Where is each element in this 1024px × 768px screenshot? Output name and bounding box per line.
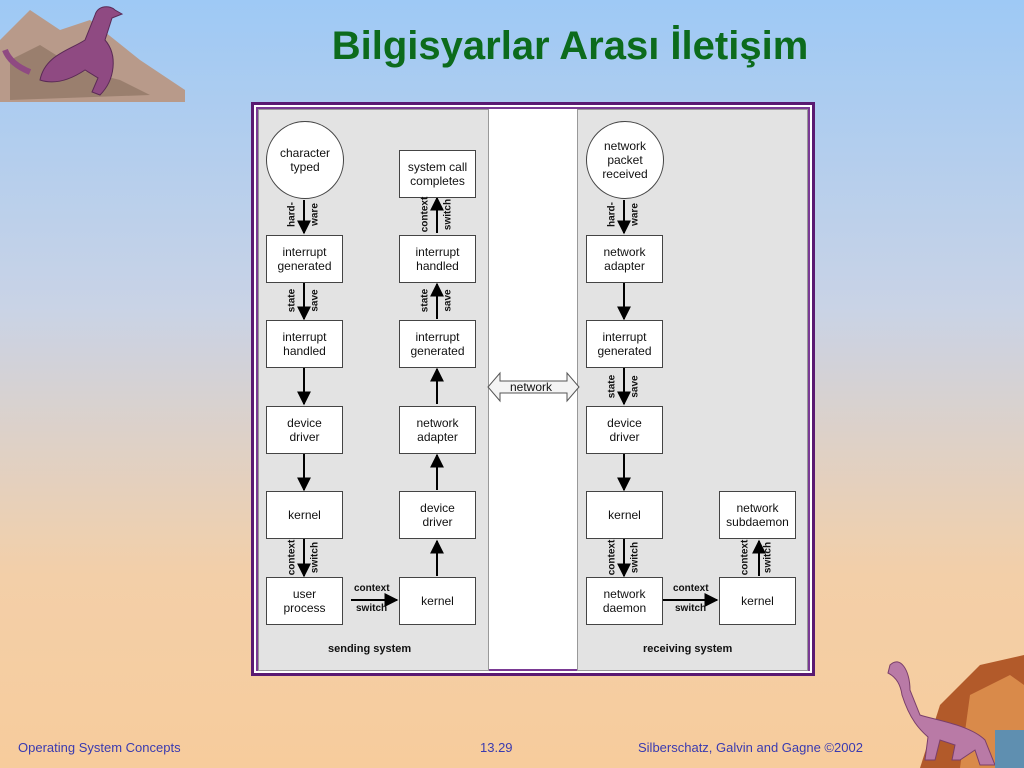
recv-label-bottom-context: context [673, 583, 709, 594]
recv-right-label-switch: switch [762, 541, 774, 574]
sending-system-caption: sending system [328, 643, 412, 655]
user-process-box: user process [266, 577, 343, 625]
recv-kernel-box: kernel [586, 491, 663, 539]
recv-device-driver-box: device driver [586, 406, 663, 454]
recv-network-adapter-box: network adapter [586, 235, 663, 283]
label-switch: switch [309, 541, 321, 574]
recv-interrupt-generated-box: interrupt generated [586, 320, 663, 368]
recv-label-switch: switch [629, 541, 641, 574]
footer-copyright: Silberschatz, Galvin and Gagne ©2002 [638, 740, 863, 755]
label-right-state: state [419, 288, 431, 313]
recv-label-hard: hard- [606, 202, 618, 227]
footer-course-title: Operating System Concepts [18, 740, 181, 755]
slide-title: Bilgisyarlar Arası İletişim [331, 24, 809, 68]
send-kernel-box: kernel [266, 491, 343, 539]
recv-right-label-context: context [739, 539, 751, 576]
send-network-adapter-box: network adapter [399, 406, 476, 454]
send-interrupt-handled-box: interrupt handled [266, 320, 343, 368]
label-ware: ware [309, 203, 321, 226]
system-call-completes-box: system call completes [399, 150, 476, 198]
send-right-device-driver-box: device driver [399, 491, 476, 539]
footer-page-number: 13.29 [480, 740, 513, 755]
network-packet-received-circle: network packet received [586, 121, 664, 199]
character-typed-circle: character typed [266, 121, 344, 199]
send-right-interrupt-handled-box: interrupt handled [399, 235, 476, 283]
diagram-arrows [297, 196, 766, 607]
label-right-switch: switch [442, 198, 454, 231]
network-daemon-box: network daemon [586, 577, 663, 625]
recv-right-kernel-box: kernel [719, 577, 796, 625]
send-interrupt-generated-box: interrupt generated [266, 235, 343, 283]
recv-label-context: context [606, 539, 618, 576]
dinosaur-top-left-icon [0, 6, 185, 102]
diagram-frame: character typed interrupt generated inte… [251, 102, 815, 676]
send-right-kernel-box: kernel [399, 577, 476, 625]
label-context: context [286, 539, 298, 576]
dinosaur-bottom-right-icon [887, 655, 1024, 768]
network-subdaemon-box: network subdaemon [719, 491, 796, 539]
label-bottom-context: context [354, 583, 390, 594]
label-hard: hard- [286, 202, 298, 227]
recv-label-ware: ware [629, 203, 641, 226]
recv-label-state: state [606, 374, 618, 399]
network-arrow [487, 371, 580, 403]
recv-label-bottom-switch: switch [675, 603, 707, 614]
recv-label-save: save [629, 375, 641, 398]
label-state: state [286, 288, 298, 313]
network-label: network [510, 380, 553, 394]
label-right-save: save [442, 289, 454, 312]
send-right-interrupt-generated-box: interrupt generated [399, 320, 476, 368]
send-device-driver-box: device driver [266, 406, 343, 454]
label-bottom-switch: switch [356, 603, 388, 614]
label-save: save [309, 289, 321, 312]
label-right-context: context [419, 196, 431, 233]
receiving-system-caption: receiving system [643, 643, 733, 655]
